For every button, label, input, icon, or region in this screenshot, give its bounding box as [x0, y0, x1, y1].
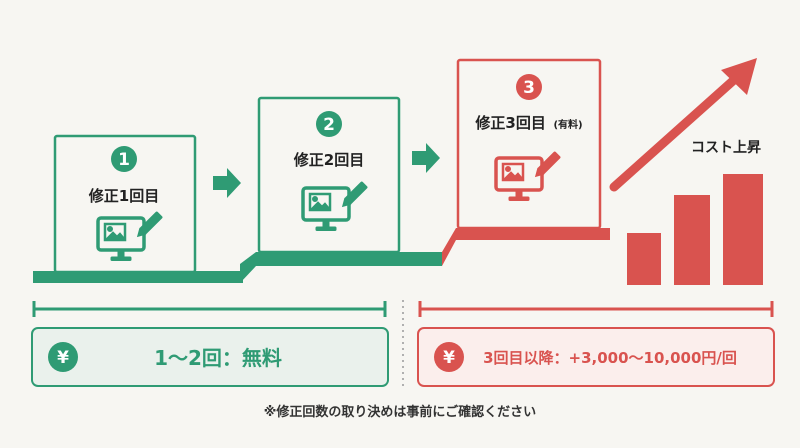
paid-yen-glyph: ¥	[443, 348, 455, 368]
right-arrow-icon	[213, 168, 241, 198]
free-info-box: ¥ 1～2回：無料	[31, 327, 389, 387]
yen-icon	[48, 342, 78, 372]
free-yen-glyph: ¥	[57, 348, 69, 368]
step-1-number: 1	[118, 150, 130, 170]
step-2-label: 修正2回目	[293, 151, 364, 169]
step-3-number: 3	[523, 78, 535, 98]
step-3-label: 修正3回目 (有料)	[474, 113, 582, 132]
right-arrow-icon	[412, 143, 440, 173]
step-2-card: 2 修正2回目	[257, 96, 401, 254]
yen-icon	[434, 342, 464, 372]
step-1-badge	[111, 146, 137, 172]
step-3-card: 3 修正3回目 (有料)	[456, 58, 602, 230]
red-staircase	[442, 228, 610, 266]
footnote: ※修正回数の取り決めは事前にご確認ください	[263, 405, 537, 420]
free-text: 1～2回：無料	[154, 346, 282, 370]
step-2-badge	[316, 111, 342, 137]
paid-info-box: ¥ 3回目以降：+3,000～10,000円/回	[417, 327, 775, 387]
trend-up-arrow-icon	[609, 58, 757, 192]
step-3-label-main: 修正3回目	[474, 114, 545, 132]
paid-text: 3回目以降：+3,000～10,000円/回	[483, 349, 737, 367]
paid-range-bracket	[418, 301, 774, 317]
cost-rise-label: コスト上昇	[691, 140, 761, 156]
green-staircase	[33, 252, 442, 283]
step-3-label-note: (有料)	[553, 118, 582, 131]
step-1-card: 1 修正1回目	[53, 134, 197, 274]
step-3-badge	[516, 74, 542, 100]
step-1-label: 修正1回目	[88, 187, 159, 205]
bar-chart-icon	[627, 174, 763, 285]
free-range-bracket	[32, 301, 387, 317]
step-2-number: 2	[323, 115, 335, 135]
